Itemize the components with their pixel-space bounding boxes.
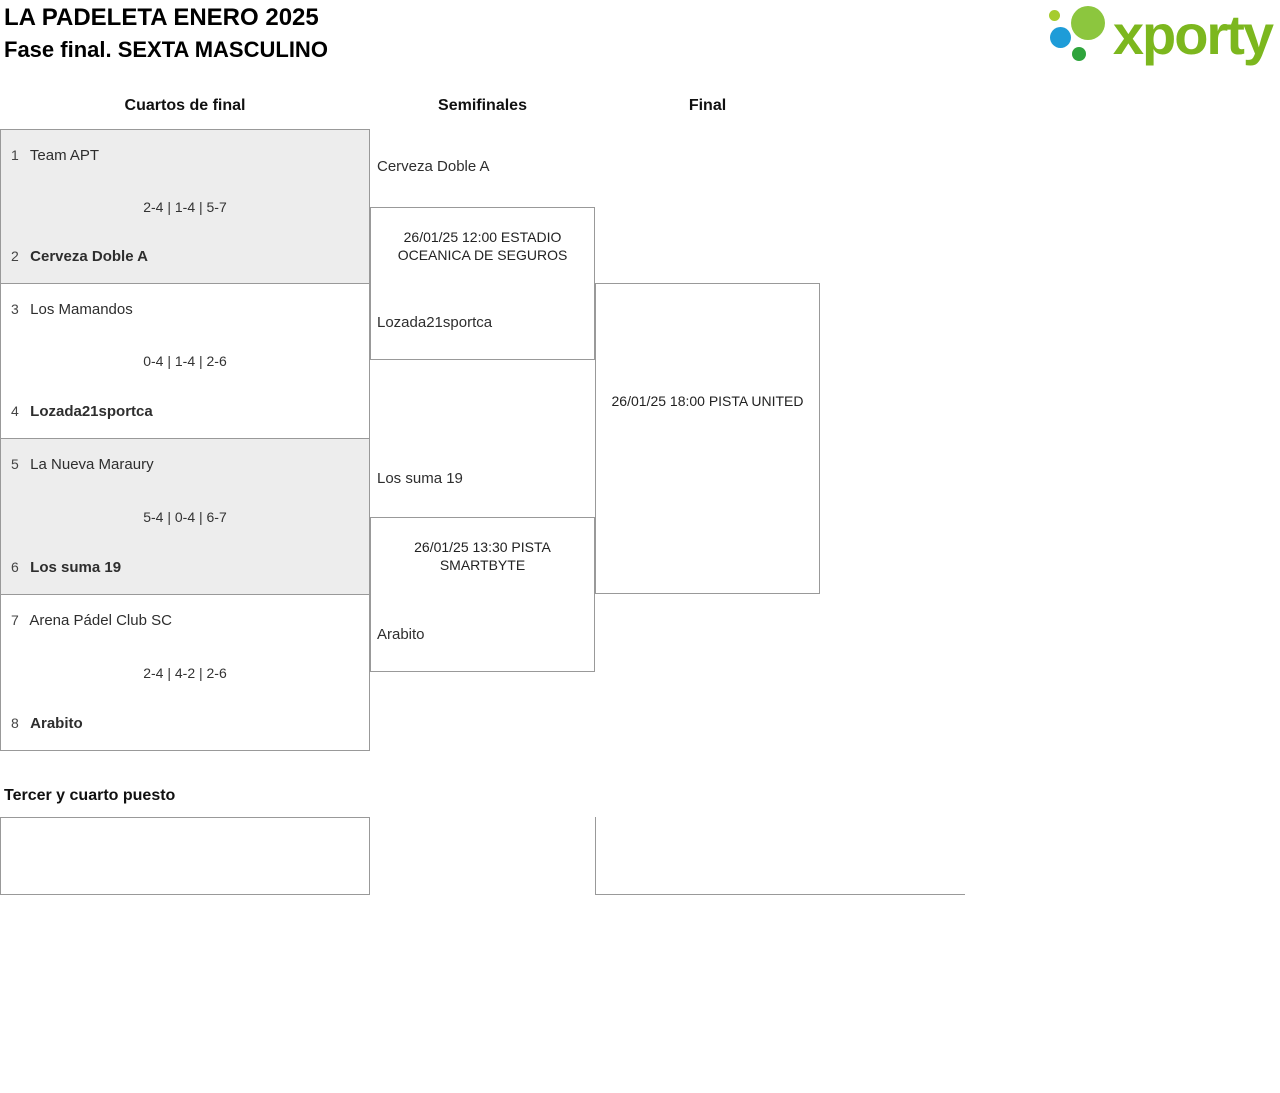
quarterfinal-match-1: 1 Team APT 2-4 | 1-4 | 5-7 2 Cerveza Dob… [0, 129, 370, 284]
team-name-winner: Los suma 19 [30, 559, 122, 576]
seed-number: 7 [11, 612, 19, 628]
match-score: 5-4 | 0-4 | 6-7 [143, 508, 227, 525]
semifinal-1-match-box: 26/01/25 12:00 ESTADIO OCEANICA DE SEGUR… [370, 207, 595, 360]
team-row: 6 Los suma 19 [11, 559, 361, 576]
seed-number: 6 [11, 559, 19, 575]
tournament-subtitle: Fase final. SEXTA MASCULINO [4, 37, 328, 62]
semifinal-2-team-top: Los suma 19 [377, 470, 463, 487]
team-name: Team APT [29, 147, 100, 164]
column-header-semifinals: Semifinales [438, 97, 527, 114]
seed-number: 1 [11, 147, 19, 163]
team-name: Arena Pádel Club SC [29, 612, 172, 629]
match-score: 2-4 | 4-2 | 2-6 [143, 664, 227, 681]
team-name-winner: Arabito [30, 715, 83, 732]
seed-number: 4 [11, 403, 19, 419]
quarterfinal-match-3: 5 La Nueva Maraury 5-4 | 0-4 | 6-7 6 Los… [0, 438, 370, 595]
semifinal-2-team-bottom: Arabito [377, 626, 425, 643]
logo-dots-icon [1047, 4, 1109, 68]
tournament-title: LA PADELETA ENERO 2025 [4, 4, 319, 31]
semifinal-1-team-bottom: Lozada21sportca [377, 314, 493, 331]
team-row: 5 La Nueva Maraury [11, 456, 361, 473]
seed-number: 3 [11, 301, 19, 317]
team-row: 4 Lozada21sportca [11, 403, 361, 420]
team-row: 7 Arena Pádel Club SC [11, 612, 361, 629]
column-header-final: Final [688, 97, 727, 114]
logo-dot-large-green-icon [1070, 6, 1105, 40]
semifinal-1-team-top: Cerveza Doble A [377, 158, 490, 175]
xporty-logo[interactable]: xporty [1047, 3, 1274, 68]
logo-dot-small-green-icon [1048, 10, 1060, 21]
logo-dot-dark-green-icon [1071, 47, 1086, 61]
semifinal-1-match-info: 26/01/25 12:00 ESTADIO OCEANICA DE SEGUR… [397, 229, 568, 263]
semifinal-2-match-info: 26/01/25 13:30 PISTA SMARTBYTE [414, 539, 551, 573]
third-place-heading: Tercer y cuarto puesto [4, 787, 176, 804]
team-name-winner: Lozada21sportca [30, 403, 153, 420]
final-match-box: 26/01/25 18:00 PISTA UNITED [595, 283, 820, 594]
logo-dot-blue-icon [1049, 27, 1071, 48]
seed-number: 8 [11, 715, 19, 731]
team-row: 2 Cerveza Doble A [11, 248, 361, 265]
logo-wordmark: xporty [1112, 3, 1274, 66]
match-score: 0-4 | 1-4 | 2-6 [143, 353, 227, 369]
team-row: 1 Team APT [11, 147, 361, 164]
team-name-winner: Cerveza Doble A [30, 248, 148, 265]
team-row: 8 Arabito [11, 715, 361, 732]
third-place-result-box [595, 817, 965, 895]
third-place-match-box [0, 817, 370, 895]
quarterfinal-match-4: 7 Arena Pádel Club SC 2-4 | 4-2 | 2-6 8 … [0, 594, 370, 751]
team-row: 3 Los Mamandos [11, 301, 361, 318]
column-header-quarterfinals: Cuartos de final [124, 97, 246, 114]
semifinal-2-match-box: 26/01/25 13:30 PISTA SMARTBYTE [370, 517, 595, 672]
seed-number: 2 [11, 248, 19, 264]
match-score: 2-4 | 1-4 | 5-7 [143, 198, 227, 215]
quarterfinal-match-2: 3 Los Mamandos 0-4 | 1-4 | 2-6 4 Lozada2… [0, 283, 370, 439]
final-match-info: 26/01/25 18:00 PISTA UNITED [611, 393, 804, 409]
team-name: Los Mamandos [30, 301, 133, 318]
team-name: La Nueva Maraury [30, 456, 154, 473]
seed-number: 5 [11, 456, 19, 472]
